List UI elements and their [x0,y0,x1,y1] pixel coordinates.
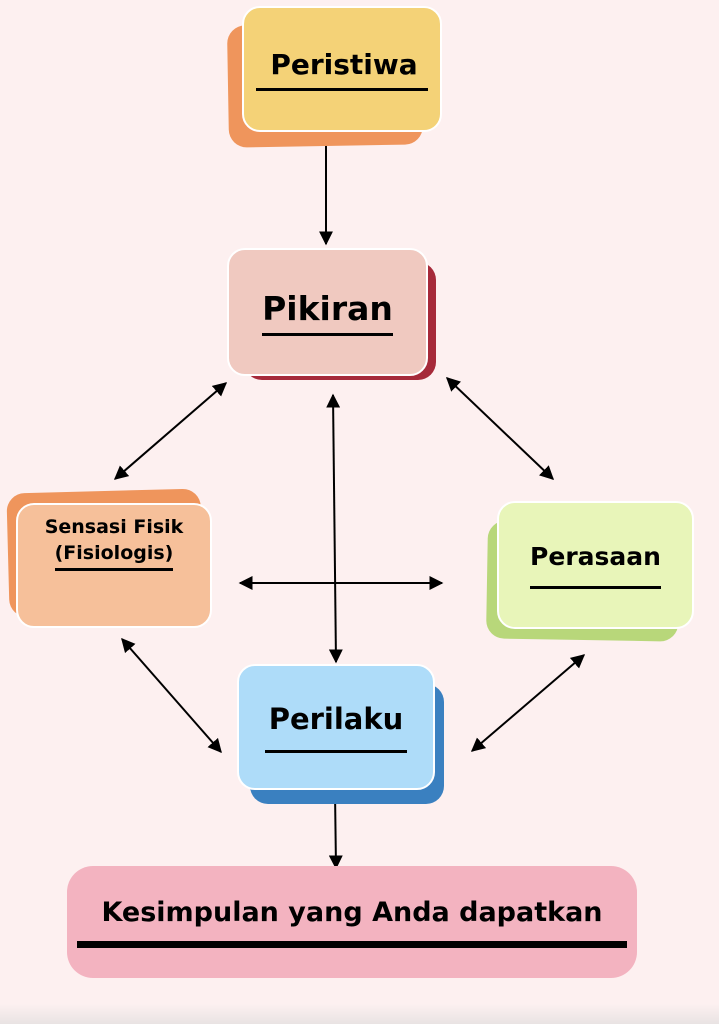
node-perasaan-label: Perasaan [530,541,661,590]
arrow-pikiran-perasaan [445,377,555,480]
arrow-perilaku-kesimpulan [328,791,343,870]
node-peristiwa-box: Peristiwa [242,6,442,132]
arrow-pikiran-sensasi [113,382,228,480]
node-pikiran-label: Pikiran [262,288,393,337]
node-perilaku-box: Perilaku [237,664,435,790]
node-peristiwa-label: Peristiwa [256,47,428,91]
arrow-sensasi-perilaku [121,637,222,754]
node-kesimpulan-box: Kesimpulan yang Anda dapatkan [67,866,637,978]
node-kesimpulan-label: Kesimpulan yang Anda dapatkan [77,896,627,949]
arrow-pikiran-perilaku [326,393,343,664]
node-perasaan-box: Perasaan [497,501,694,629]
arrow-perasaan-perilaku [470,654,586,752]
node-perilaku-label: Perilaku [264,701,408,753]
node-pikiran-box: Pikiran [227,248,428,376]
node-sensasi-line2: (Fisiologis) [54,542,174,572]
node-sensasi-box: Sensasi Fisik (Fisiologis) [16,503,212,628]
bottom-fade [0,1004,719,1024]
node-sensasi-line1: Sensasi Fisik [44,516,184,538]
